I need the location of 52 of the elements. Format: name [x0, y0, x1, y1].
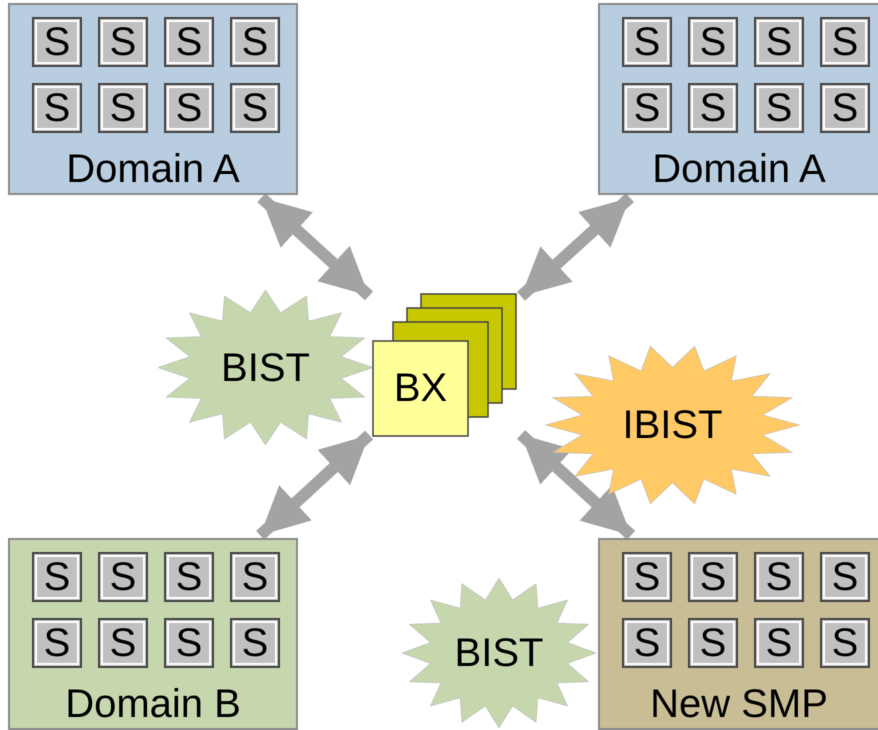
- module-box: S: [820, 618, 870, 668]
- module-box: S: [688, 83, 738, 133]
- module-box: S: [820, 17, 870, 67]
- domain-label: Domain A: [651, 147, 827, 191]
- starburst: [402, 578, 596, 728]
- starburst-label: BIST: [454, 631, 544, 675]
- module-box: S: [230, 83, 280, 133]
- card-label: BX: [392, 365, 448, 412]
- starburst-label: BIST: [220, 346, 311, 390]
- domain-label: Domain B: [64, 682, 242, 726]
- module-box: S: [622, 17, 672, 67]
- module-box: S: [32, 83, 82, 133]
- module-box: S: [164, 17, 214, 67]
- module-box: S: [230, 618, 280, 668]
- module-box: S: [98, 17, 148, 67]
- module-box: S: [688, 552, 738, 602]
- domain-label: Domain A: [65, 147, 241, 191]
- module-box: S: [98, 618, 148, 668]
- module-box: S: [622, 618, 672, 668]
- stacked-cards: [372, 293, 518, 437]
- module-box: S: [688, 17, 738, 67]
- starburst-label: IBIST: [621, 403, 724, 447]
- module-box: S: [820, 552, 870, 602]
- starburst: [545, 345, 800, 505]
- module-box: S: [164, 83, 214, 133]
- domain-box: [8, 538, 298, 730]
- module-box: S: [820, 83, 870, 133]
- module-box: S: [688, 618, 738, 668]
- module-box: S: [164, 618, 214, 668]
- module-box: S: [754, 618, 804, 668]
- module-box: S: [230, 552, 280, 602]
- double-arrow: [516, 430, 636, 540]
- double-arrow: [256, 430, 374, 540]
- module-box: S: [98, 552, 148, 602]
- module-box: S: [754, 83, 804, 133]
- domain-label: New SMP: [649, 682, 829, 726]
- module-box: S: [754, 17, 804, 67]
- double-arrow: [516, 193, 634, 301]
- module-box: S: [164, 552, 214, 602]
- domain-box: [598, 3, 878, 195]
- module-box: S: [622, 552, 672, 602]
- module-box: S: [98, 83, 148, 133]
- module-box: S: [32, 552, 82, 602]
- module-box: S: [622, 83, 672, 133]
- domain-box: [598, 538, 878, 730]
- module-box: S: [230, 17, 280, 67]
- module-box: S: [754, 552, 804, 602]
- module-box: S: [32, 17, 82, 67]
- starburst: [158, 290, 373, 445]
- double-arrow: [257, 193, 374, 300]
- module-box: S: [32, 618, 82, 668]
- domain-box: [8, 3, 298, 195]
